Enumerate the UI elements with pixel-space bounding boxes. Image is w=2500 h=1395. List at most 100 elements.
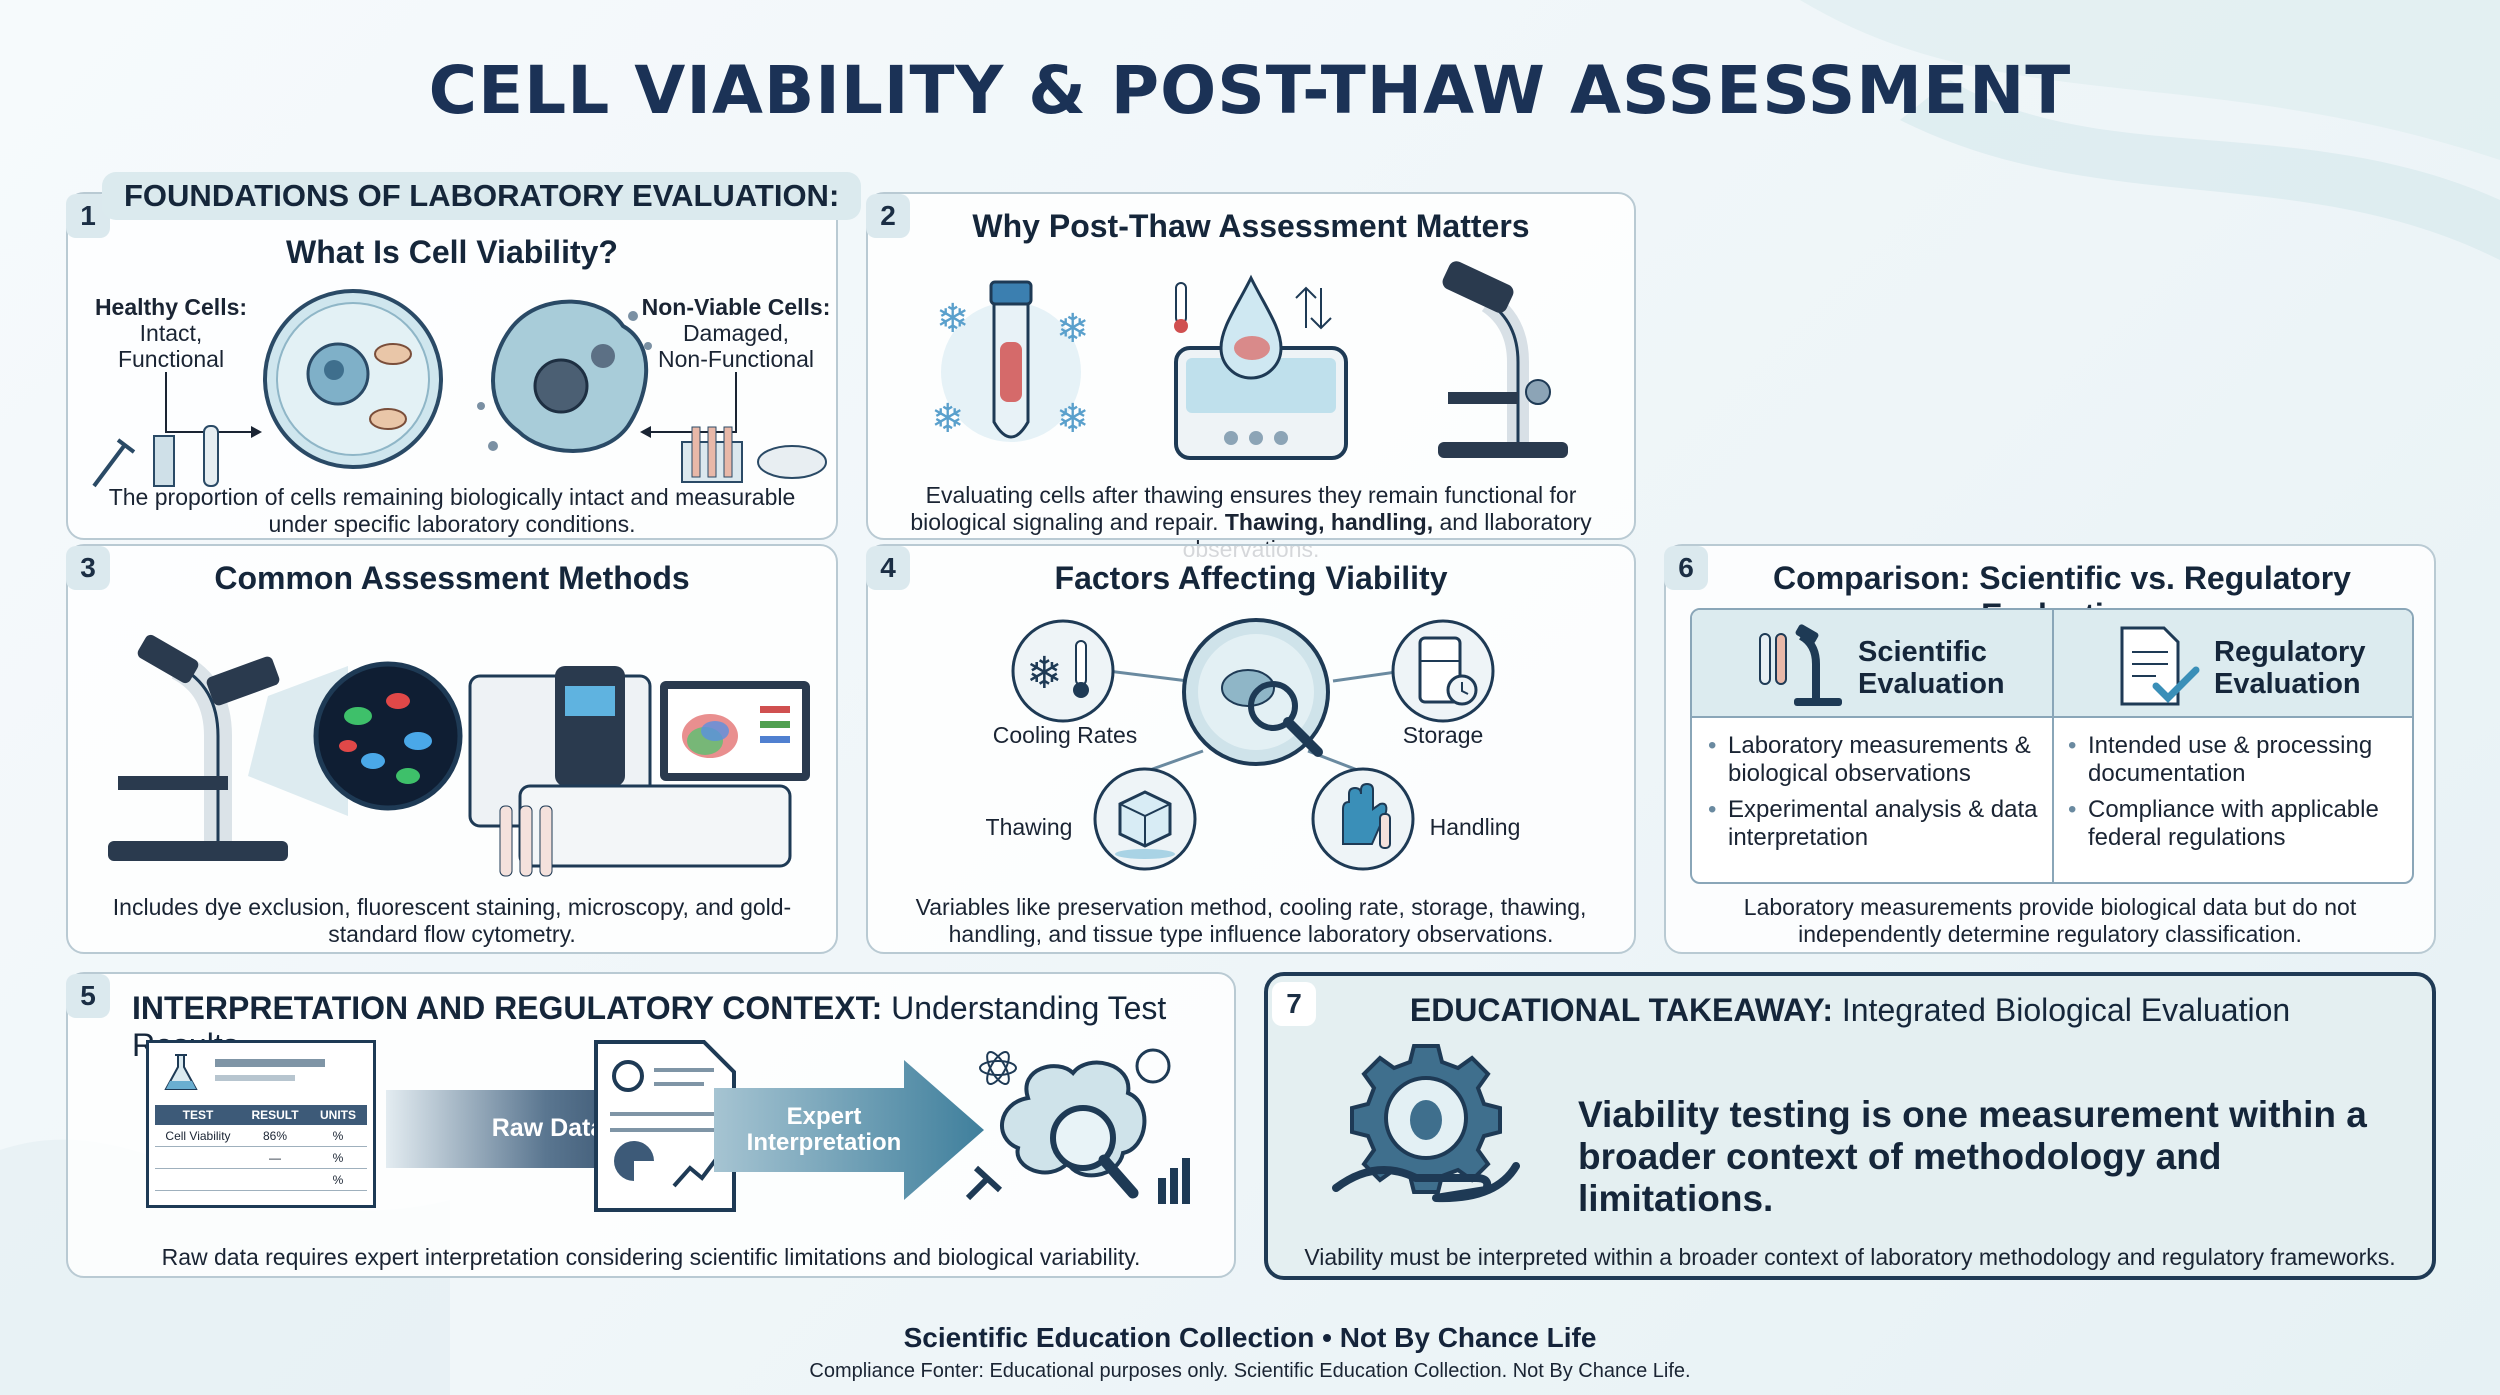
panel-what-is-cell-viability: 1 What Is Cell Viability? Healthy Cells:… [66,192,838,540]
regulatory-line1: Regulatory [2214,636,2366,668]
expert-interpretation-arrow-shape [714,1060,984,1200]
regulatory-document-icon [2120,626,2200,706]
caption-main: Evaluating cells after thawing ensures t… [910,482,1577,535]
panel-title: EDUCATIONAL TAKEAWAY: Integrated Biologi… [1268,992,2432,1029]
caption-bold: Thawing, handling, [1224,509,1434,535]
handling-label: Handling [1429,814,1521,840]
damaged-cell-icon [477,299,652,453]
panel-title: Factors Affecting Viability [1054,560,1448,596]
regulatory-bullets: Intended use & processing documentation … [2068,732,2404,860]
panel-caption: Viability must be interpreted within a b… [1304,1244,2396,1270]
arrow-to-nonviable-icon [640,372,737,438]
panel-factors-affecting-viability: 4 Factors Affecting Viability ❄ Co [866,544,1636,954]
svg-text:❄: ❄ [931,397,965,441]
list-item: Compliance with applicable federal regul… [2068,796,2404,852]
flask-icon [164,1054,198,1090]
scientific-line2: Evaluation [1858,668,2005,700]
comparison-divider [2052,610,2054,882]
list-item: Laboratory measurements & biological obs… [1708,732,2038,788]
arrow-label-line2: Interpretation [746,1129,902,1156]
panel-caption: The proportion of cells remaining biolog… [108,484,796,537]
svg-text:❄: ❄ [1056,307,1090,351]
panel-why-post-thaw: 2 Why Post-Thaw Assessment Matters ❄ ❄ ❄… [866,192,1636,562]
section-header-foundations: FOUNDATIONS OF LABORATORY EVALUATION: [102,172,862,220]
panel-title-bold: INTERPRETATION AND REGULATORY CONTEXT: [132,990,883,1026]
list-item: Intended use & processing documentation [2068,732,2404,788]
table-header-cell: TEST [182,1108,214,1122]
non-viable-cells-line1: Damaged, [682,320,790,346]
table-cell [155,1169,241,1190]
panel-comparison-evaluation: 6 Comparison: Scientific vs. Regulatory … [1664,544,2436,954]
panel-number-badge: 7 [1272,982,1316,1026]
regulatory-evaluation-heading: Regulatory Evaluation [2214,636,2365,700]
cooling-rates-icon: ❄ [1011,619,1115,723]
panel-number-badge: 6 [1664,546,1708,590]
storage-label: Storage [1402,722,1484,748]
handling-glove-icon [1311,767,1415,871]
brain-analysis-icon [965,1048,1190,1204]
healthy-cell-icon [263,289,443,469]
panel-number-badge: 2 [866,194,910,238]
table-cell: — [269,1151,281,1165]
non-viable-cells-line2: Non-Functional [658,346,814,372]
table-cell: % [332,1151,344,1165]
table-cell [155,1147,241,1168]
table-header-row: TEST RESULT UNITS [155,1105,367,1125]
panel-caption: Raw data requires expert interpretation … [161,1244,1141,1270]
arrow-label-line1: Expert [786,1103,862,1130]
thawing-label: Thawing [985,814,1073,840]
panel-number-badge: 5 [66,974,110,1018]
comparison-table: Scientific Evaluation Regulatory Evaluat… [1690,608,2414,884]
lab-result-sheet: TEST RESULT UNITS Cell Viability 86% % —… [146,1040,376,1208]
panel-caption: Includes dye exclusion, fluorescent stai… [112,894,792,947]
table-cell: Cell Viability [165,1129,231,1143]
regulatory-line2: Evaluation [2214,668,2361,700]
panel-title: What Is Cell Viability? [286,234,618,270]
scientific-evaluation-icon [1759,624,1842,706]
thawing-ice-icon [1093,767,1197,871]
scientific-line1: Scientific [1858,636,1987,668]
panel-title: Why Post-Thaw Assessment Matters [972,208,1530,244]
panel-educational-takeaway: 7 EDUCATIONAL TAKEAWAY: Integrated Biolo… [1264,972,2436,1280]
panel-caption: Variables like preservation method, cool… [915,894,1587,947]
storage-freezer-icon [1391,619,1495,723]
healthy-cells-line2: Functional [117,346,225,372]
panel-caption: Laboratory measurements provide biologic… [1743,894,2357,947]
svg-text:❄: ❄ [936,297,970,341]
table-header-cell: UNITS [320,1108,356,1122]
flow-cytometer-icon [468,666,810,877]
table-cell: % [332,1129,344,1143]
healthy-cells-line1: Intact, [139,320,203,346]
footer-compliance-line: Compliance Fonter: Educational purposes … [809,1360,1691,1382]
table-row: Cell Viability 86% % [155,1125,367,1147]
table-cell [241,1169,309,1190]
lab-tools-icon [92,425,219,488]
healthy-cells-title: Healthy Cells: [94,294,248,320]
table-cell: 86% [262,1129,288,1143]
sheet-header-line [215,1059,325,1067]
arrow-to-healthy-icon [165,372,262,438]
non-viable-cells-title: Non-Viable Cells: [641,294,831,320]
list-item: Experimental analysis & data interpretat… [1708,796,2038,852]
panel-interpretation-regulatory-context: 5 INTERPRETATION AND REGULATORY CONTEXT:… [66,972,1236,1278]
table-row: — % [155,1147,367,1169]
takeaway-statement: Viability testing is one measurement wit… [1578,1094,2367,1219]
raw-data-arrow-label: Raw Data [491,1114,605,1142]
fluorescence-microscope-icon [108,634,463,861]
microscope-icon [1438,261,1568,458]
central-cell-magnifier-icon [1182,618,1330,766]
results-table: TEST RESULT UNITS Cell Viability 86% % —… [155,1105,367,1191]
panel-common-assessment-methods: 3 Common Assessment Methods Includes [66,544,838,954]
page-title: CELL VIABILITY & POST-THAW ASSESSMENT [428,52,2072,129]
non-viable-cells-label: Non-Viable Cells: Damaged, Non-Functiona… [636,294,836,372]
frozen-vial-icon: ❄ ❄ ❄ ❄ [931,280,1090,442]
water-bath-icon [1174,274,1348,460]
gear-hand-icon [1332,1044,1520,1203]
table-header-cell: RESULT [251,1108,299,1122]
footer-collection-line: Scientific Education Collection • Not By… [903,1322,1597,1353]
svg-text:❄: ❄ [1056,397,1090,441]
cooling-rates-label: Cooling Rates [992,722,1138,748]
expert-interpretation-arrow-label: Expert Interpretation [724,1104,924,1156]
scientific-evaluation-heading: Scientific Evaluation [1858,636,2005,700]
test-tube-rack-icon [681,426,827,483]
